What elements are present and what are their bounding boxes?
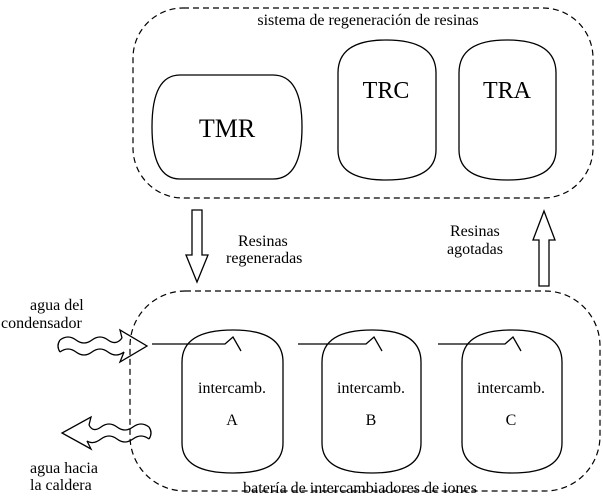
tank-trc: TRC: [337, 39, 437, 181]
condenser-water-label-line2: condensador: [1, 315, 83, 332]
exchanger-b-id: B: [366, 412, 377, 429]
tank-tmr: TMR: [151, 74, 303, 180]
exchanger-a-id: A: [226, 412, 238, 429]
exchanger-b-inlet-pipe: [298, 335, 383, 352]
exchanger-bank-title: batería de intercambiadores de iones: [243, 480, 477, 497]
regeneration-system-title: sistema de regeneración de resinas: [257, 12, 478, 29]
condenser-water-inlet-arrow: [57, 328, 149, 364]
exchanger-c: intercamb. C: [438, 329, 563, 474]
condenser-water-label-line1: agua del: [30, 297, 84, 314]
exchanger-c-label: intercamb.: [477, 380, 545, 397]
exchanger-a-inlet-pipe: [152, 335, 242, 352]
regenerated-resins-arrow: [185, 209, 209, 284]
exhausted-resins-label-line2: agotadas: [447, 241, 503, 258]
boiler-water-label-line2: la caldera: [30, 477, 92, 494]
exchanger-a-label: intercamb.: [198, 380, 266, 397]
exchanger-c-id: C: [506, 412, 517, 429]
tank-tra-label: TRA: [483, 78, 532, 104]
regenerated-resins-label-line1: Resinas: [238, 233, 288, 250]
regeneration-system-boundary: [132, 7, 594, 199]
tank-tmr-label: TMR: [199, 114, 256, 143]
tank-tra: TRA: [458, 39, 557, 181]
exchanger-bank-boundary: [129, 290, 601, 492]
exhausted-resins-label-line1: Resinas: [450, 223, 500, 240]
exchanger-a: intercamb. A: [152, 329, 284, 474]
tank-trc-label: TRC: [363, 78, 410, 104]
boiler-water-outlet-arrow: [60, 415, 152, 451]
exchanger-b: intercamb. B: [298, 329, 422, 474]
exhausted-resins-arrow: [532, 209, 556, 287]
boiler-water-label-line1: agua hacia: [30, 460, 98, 477]
exchanger-c-inlet-pipe: [438, 335, 522, 352]
exchanger-b-label: intercamb.: [337, 380, 405, 397]
regenerated-resins-label-line2: regeneradas: [226, 250, 302, 267]
